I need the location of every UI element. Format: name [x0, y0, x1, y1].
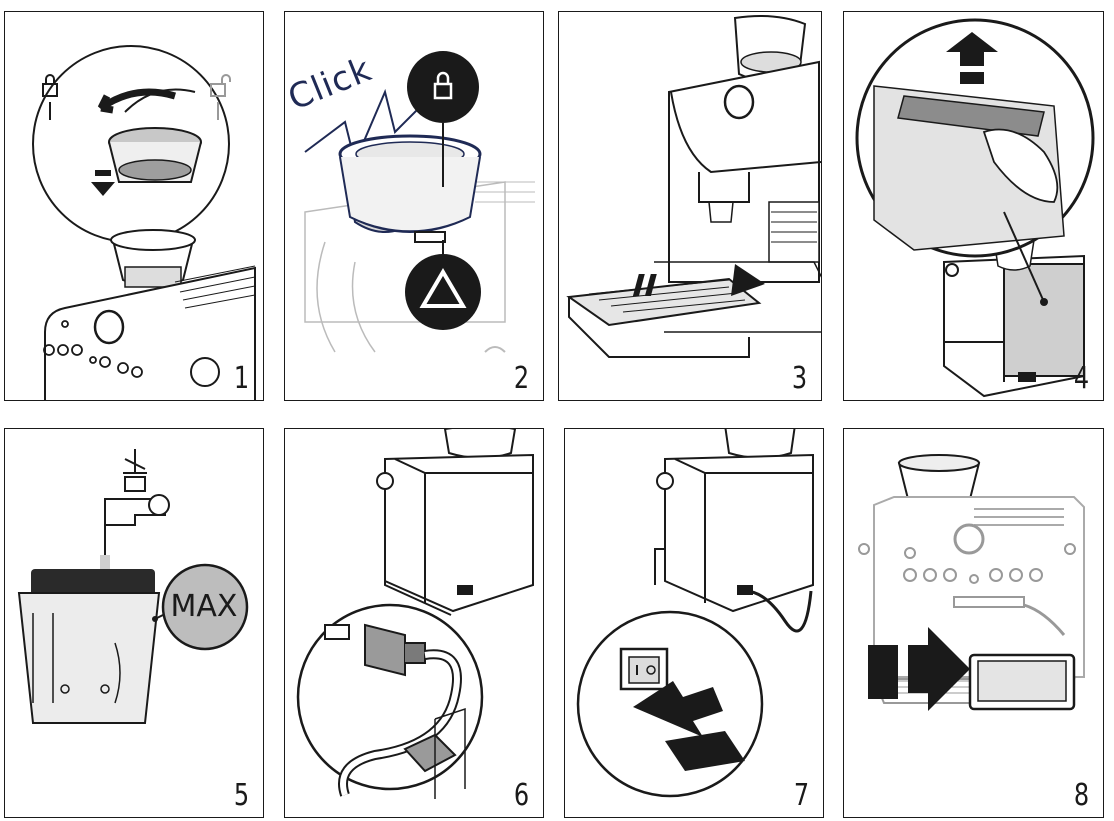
rotate-arrow-icon	[97, 88, 177, 114]
tap-icon	[104, 449, 170, 555]
remove-water-tank-illustration	[855, 18, 1095, 398]
triangle-badge-icon	[405, 240, 481, 330]
step-number: 3	[791, 361, 807, 396]
lock-badge-icon	[407, 51, 479, 187]
power-switch-illustration	[576, 429, 814, 798]
max-callout: MAX	[170, 589, 238, 624]
step-panel-4: 4	[843, 11, 1104, 401]
lock-open-icon	[210, 74, 231, 120]
step-panel-2: Click 2	[284, 11, 544, 401]
fill-water-tank-illustration	[17, 449, 249, 724]
install-bean-container-illustration	[304, 51, 535, 353]
step-number: 8	[1073, 778, 1089, 813]
connect-power-cable-illustration	[296, 429, 534, 799]
push-arrow-icon	[868, 627, 970, 711]
step-panel-3: 3	[558, 11, 822, 401]
plug-icon	[324, 623, 462, 797]
down-arrow-icon	[91, 170, 115, 196]
step-number: 6	[513, 778, 529, 813]
step-number: 5	[233, 778, 249, 813]
step-panel-7: 7	[564, 428, 824, 818]
step-number: 7	[793, 778, 809, 813]
step-number: 1	[233, 361, 249, 396]
step-panel-5: MAX 5	[4, 428, 264, 818]
up-arrow-icon	[946, 32, 998, 84]
insert-tray-front-illustration	[858, 454, 1085, 711]
grinder-bean-container-illustration	[32, 45, 256, 400]
step-panel-1: 1	[4, 11, 264, 401]
slide-arrow-icon	[632, 264, 765, 296]
step-panel-8: 8	[843, 428, 1104, 818]
step-number: 2	[513, 361, 529, 396]
step-number: 4	[1073, 361, 1089, 396]
lock-closed-icon	[42, 74, 58, 120]
step-panel-6: 6	[284, 428, 544, 818]
switch-icon	[619, 647, 669, 691]
push-arrow-icon	[633, 681, 745, 771]
insert-drip-tray-illustration	[566, 15, 821, 358]
